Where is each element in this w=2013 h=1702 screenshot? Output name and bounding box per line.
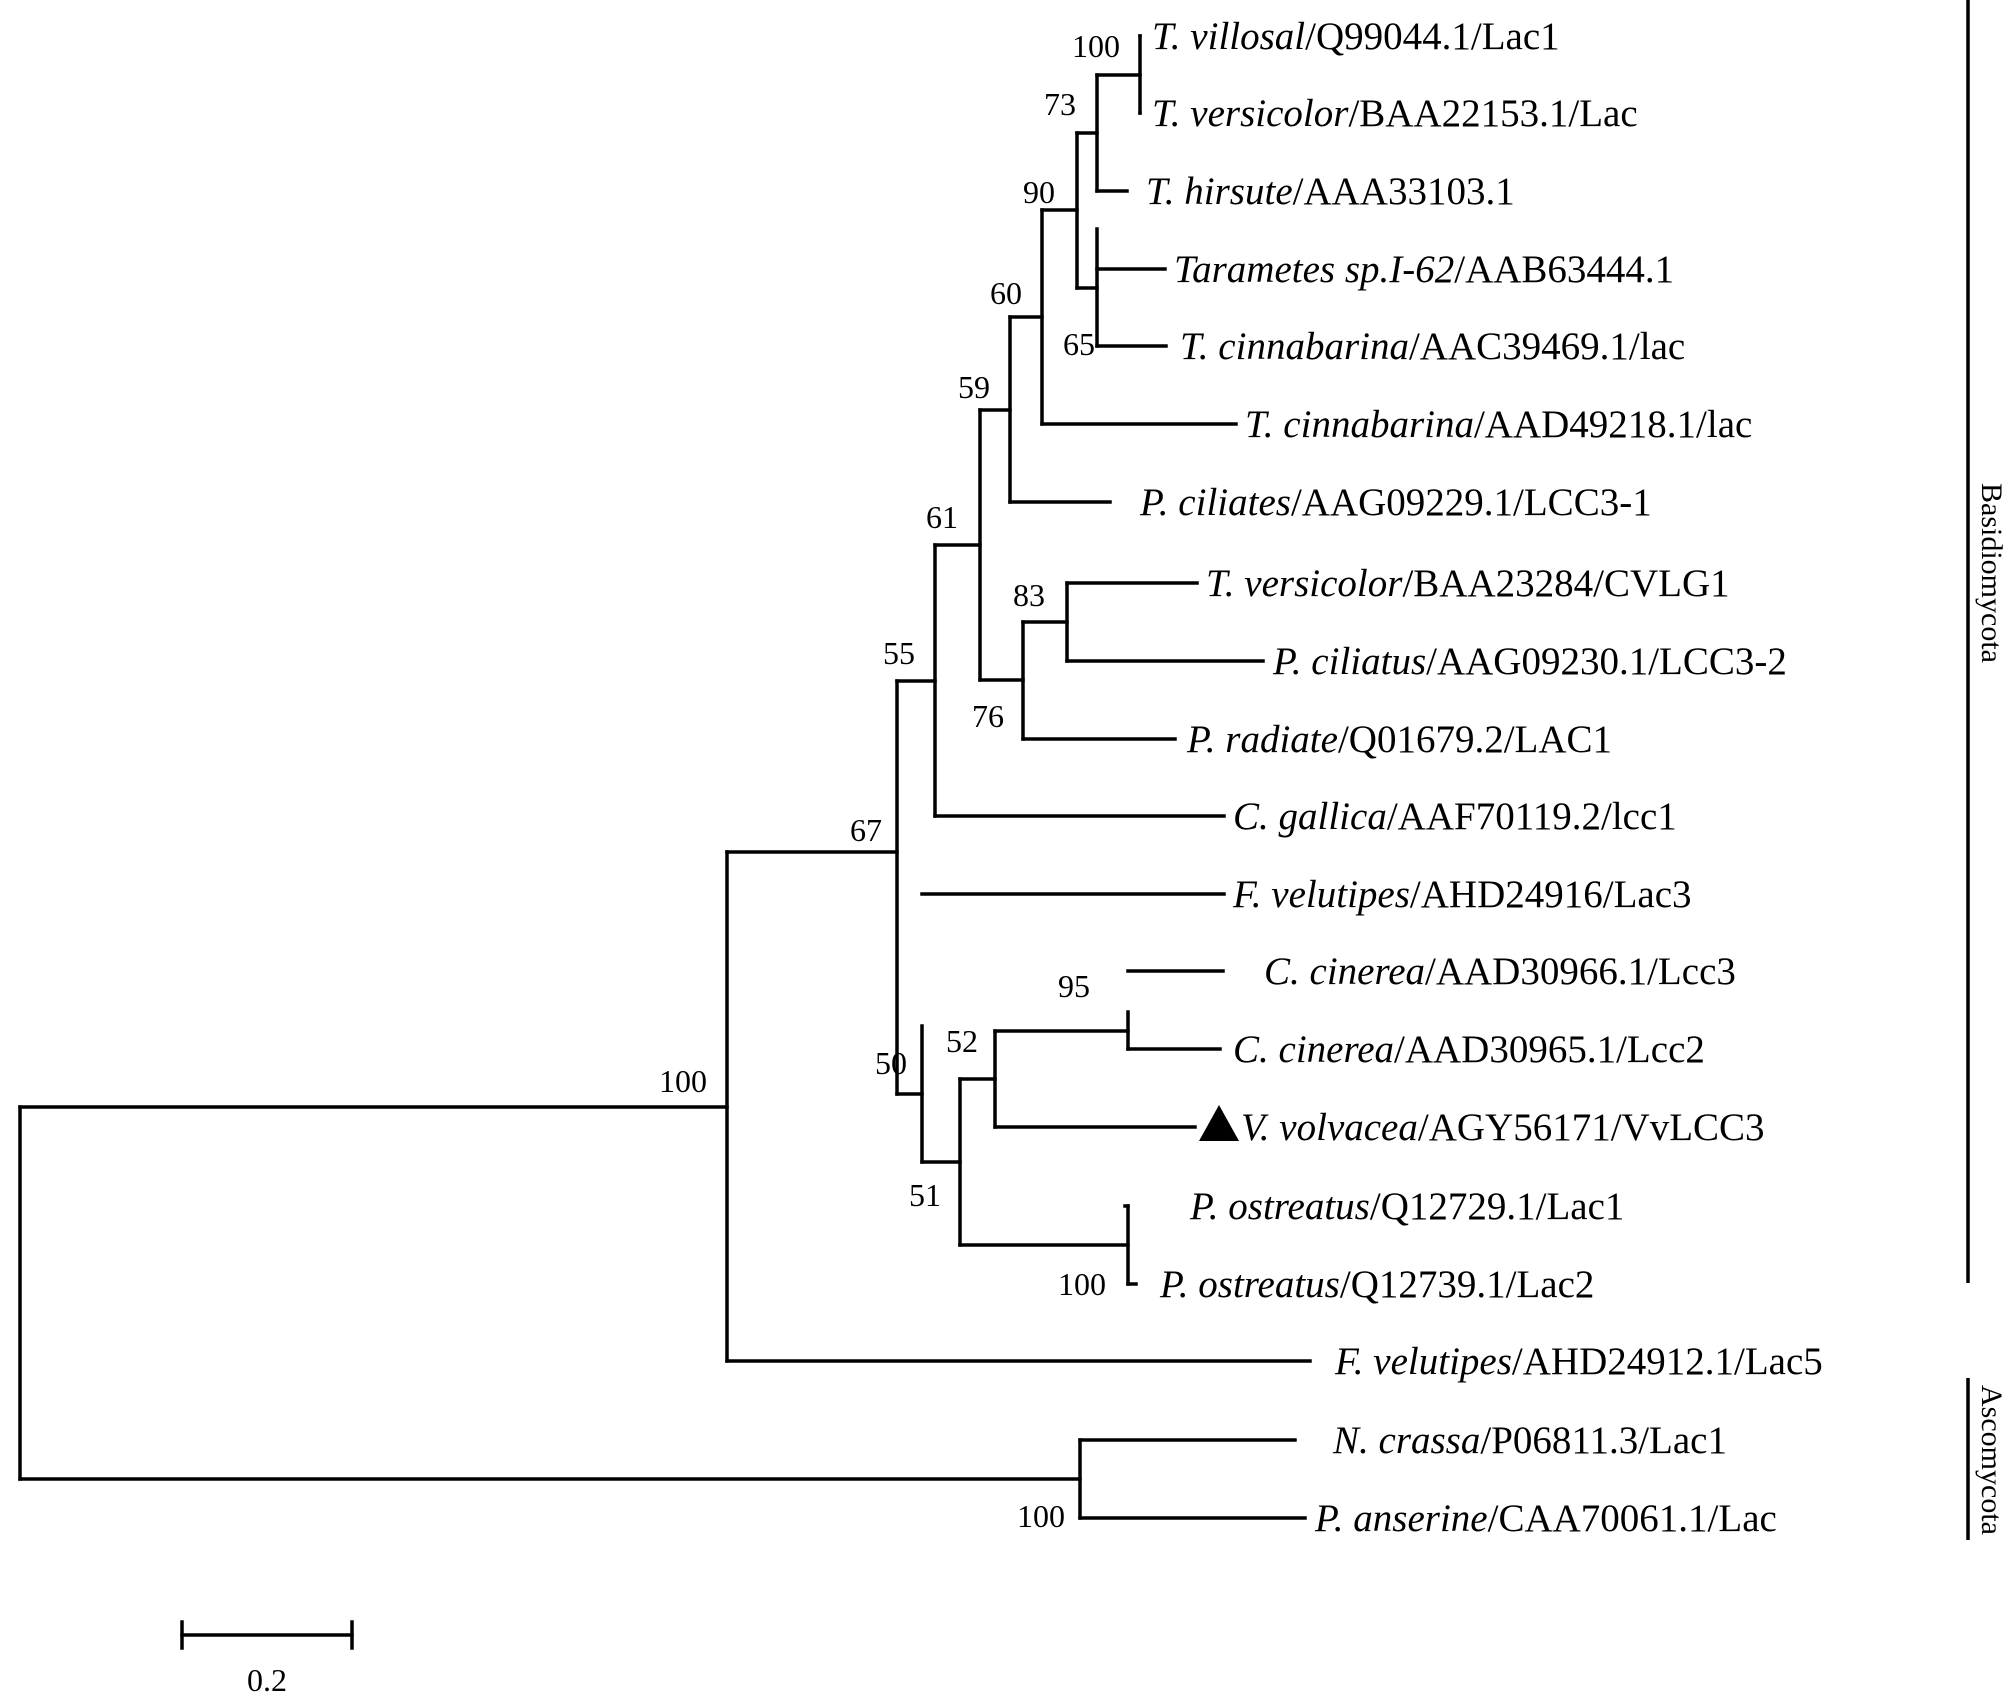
leaf-accession: /CAA70061.1/Lac (1488, 1497, 1777, 1540)
leaf-species: C. cinerea (1264, 950, 1425, 993)
scale-bar-label: 0.2 (247, 1662, 287, 1698)
bootstrap-value: 100 (1017, 1498, 1065, 1534)
leaf-accession: /Q99044.1/Lac1 (1305, 15, 1560, 58)
leaf-accession: /AAA33103.1 (1293, 170, 1515, 213)
leaf-label: P. radiate/Q01679.2/LAC1 (1186, 718, 1612, 761)
bootstrap-value: 65 (1063, 326, 1095, 362)
leaf-accession: /AAB63444.1 (1454, 248, 1674, 291)
leaf-species: P. anserine (1314, 1497, 1488, 1540)
triangle-marker-icon (1199, 1105, 1239, 1141)
leaf-species: P. ostreatus (1159, 1263, 1340, 1306)
bootstrap-value: 51 (909, 1177, 941, 1213)
leaf-label: T. hirsute/AAA33103.1 (1146, 170, 1515, 213)
leaf-species: T. hirsute (1146, 170, 1293, 213)
bootstrap-value: 50 (875, 1045, 907, 1081)
leaf-accession: /AHD24916/Lac3 (1410, 873, 1692, 916)
bootstrap-value: 60 (990, 275, 1022, 311)
leaf-species: T. versicolor (1206, 562, 1403, 605)
leaf-species: T. cinnabarina (1180, 325, 1409, 368)
leaf-label: T. cinnabarina/AAC39469.1/lac (1180, 325, 1685, 368)
bootstrap-values: 100 73 90 65 60 59 83 76 61 55 67 95 52 100 51 50 100 100 (659, 28, 1120, 1534)
bootstrap-value: 73 (1044, 86, 1076, 122)
leaf-species: T. villosal (1152, 15, 1305, 58)
bootstrap-value: 100 (1058, 1266, 1106, 1302)
leaf-accession: /AAD30965.1/Lcc2 (1394, 1028, 1705, 1071)
bootstrap-value: 100 (659, 1063, 707, 1099)
leaf-label: C. gallica/AAF70119.2/lcc1 (1233, 795, 1677, 838)
leaf-accession: /AAD49218.1/lac (1474, 403, 1752, 446)
leaf-species: C. gallica (1233, 795, 1387, 838)
leaf-label: P. ciliates/AAG09229.1/LCC3-1 (1139, 481, 1652, 524)
leaf-label: T. villosal/Q99044.1/Lac1 (1152, 15, 1560, 58)
leaf-accession: /AAG09229.1/LCC3-1 (1291, 481, 1652, 524)
leaf-accession: /AAD30966.1/Lcc3 (1425, 950, 1736, 993)
leaf-label: N. crassa/P06811.3/Lac1 (1332, 1419, 1727, 1462)
leaf-species: N. crassa (1332, 1419, 1480, 1462)
leaf-accession: /AGY56171/VvLCC3 (1418, 1106, 1765, 1149)
leaf-species: Tarametes sp.I-62 (1174, 248, 1454, 291)
scale-bar: 0.2 (180, 1620, 354, 1698)
leaf-label: C. cinerea/AAD30966.1/Lcc3 (1264, 950, 1736, 993)
leaf-species: C. cinerea (1233, 1028, 1394, 1071)
leaf-label: C. cinerea/AAD30965.1/Lcc2 (1233, 1028, 1705, 1071)
ascomycota-label: Ascomycota (1975, 1385, 2008, 1535)
leaf-label: F. velutipes/AHD24912.1/Lac5 (1334, 1340, 1823, 1383)
basidiomycota-label: Basidiomycota (1975, 483, 2008, 663)
leaf-label: T. versicolor/BAA22153.1/Lac (1152, 92, 1638, 135)
leaf-label: P. anserine/CAA70061.1/Lac (1314, 1497, 1777, 1540)
leaf-label: Tarametes sp.I-62/AAB63444.1 (1174, 248, 1674, 291)
leaf-label: P. ostreatus/Q12729.1/Lac1 (1189, 1185, 1624, 1228)
leaf-accession: /BAA23284/CVLG1 (1402, 562, 1729, 605)
leaf-species: P. ostreatus (1189, 1185, 1370, 1228)
leaf-accession: /P06811.3/Lac1 (1480, 1419, 1727, 1462)
leaf-species: P. radiate (1186, 718, 1338, 761)
leaf-species: P. ciliates (1139, 481, 1291, 524)
bootstrap-value: 76 (972, 698, 1004, 734)
leaf-accession: /Q01679.2/LAC1 (1338, 718, 1612, 761)
leaf-species: F. velutipes (1334, 1340, 1512, 1383)
tree-branches (18, 34, 1312, 1520)
leaf-species: T. versicolor (1152, 92, 1349, 135)
leaf-accession: /AAG09230.1/LCC3-2 (1426, 640, 1787, 683)
leaf-label: T. cinnabarina/AAD49218.1/lac (1245, 403, 1752, 446)
leaf-accession: /AAC39469.1/lac (1409, 325, 1685, 368)
leaf-species: P. ciliatus (1272, 640, 1426, 683)
bootstrap-value: 59 (958, 369, 990, 405)
leaf-label: P. ciliatus/AAG09230.1/LCC3-2 (1272, 640, 1787, 683)
leaf-species: V. volvacea (1241, 1106, 1418, 1149)
bootstrap-value: 83 (1013, 577, 1045, 613)
bootstrap-value: 55 (883, 635, 915, 671)
leaf-label: P. ostreatus/Q12739.1/Lac2 (1159, 1263, 1594, 1306)
bootstrap-value: 61 (926, 499, 958, 535)
leaf-label: F. velutipes/AHD24916/Lac3 (1232, 873, 1692, 916)
bootstrap-value: 90 (1023, 174, 1055, 210)
leaf-accession: /AAF70119.2/lcc1 (1387, 795, 1677, 838)
leaf-species: F. velutipes (1232, 873, 1410, 916)
bootstrap-value: 100 (1072, 28, 1120, 64)
bootstrap-value: 67 (850, 812, 882, 848)
bootstrap-value: 95 (1058, 968, 1090, 1004)
bootstrap-value: 52 (946, 1023, 978, 1059)
leaf-accession: /AHD24912.1/Lac5 (1512, 1340, 1823, 1383)
leaf-labels: T. villosal/Q99044.1/Lac1 T. versicolor/B… (1139, 15, 1823, 1540)
leaf-accession: /Q12729.1/Lac1 (1370, 1185, 1625, 1228)
leaf-label: T. versicolor/BAA23284/CVLG1 (1206, 562, 1730, 605)
leaf-accession: /BAA22153.1/Lac (1348, 92, 1637, 135)
leaf-accession: /Q12739.1/Lac2 (1340, 1263, 1595, 1306)
tip-markers (1199, 1105, 1239, 1141)
leaf-species: T. cinnabarina (1245, 403, 1474, 446)
leaf-label: V. volvacea/AGY56171/VvLCC3 (1241, 1106, 1765, 1149)
